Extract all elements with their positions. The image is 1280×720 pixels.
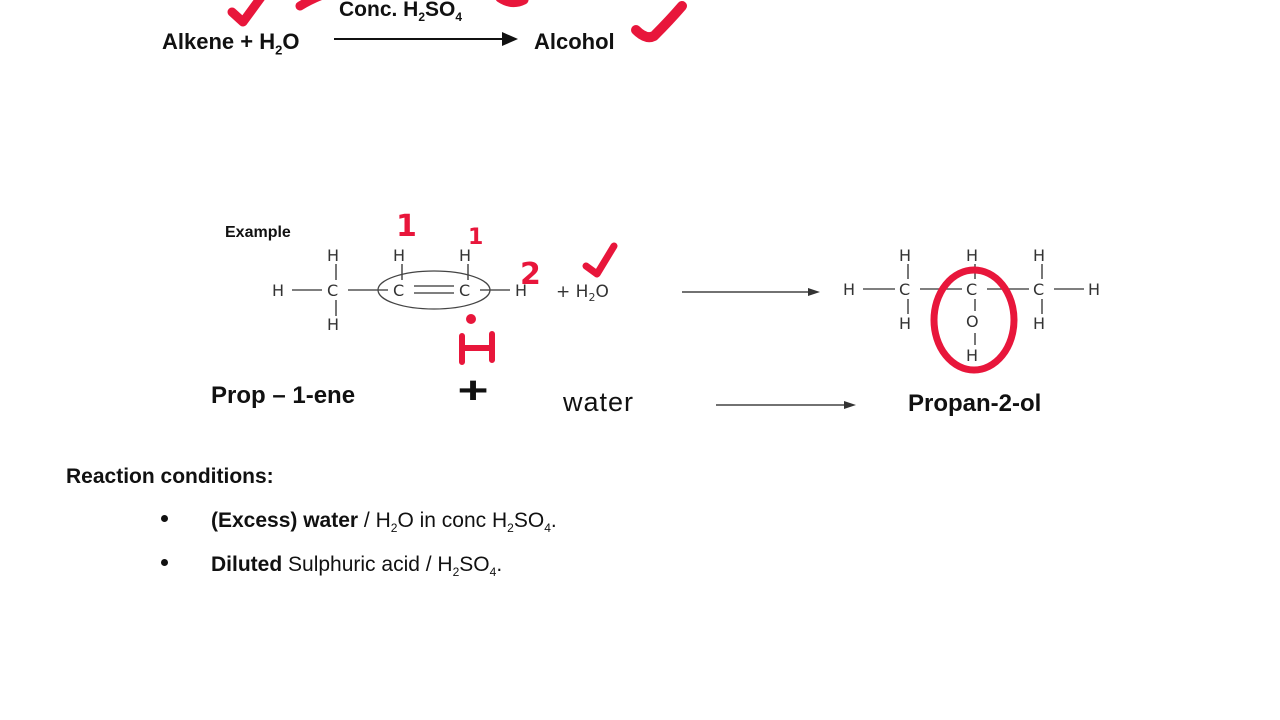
ink-number-2: 2 xyxy=(520,257,541,292)
condition-2-text2: SO xyxy=(459,553,490,576)
ink-number-1b: 1 xyxy=(468,225,483,250)
condition-1-sub3: 4 xyxy=(544,521,551,536)
condition-1-text3: SO xyxy=(513,509,545,532)
condition-1-text: / H xyxy=(358,509,391,532)
condition-2-bold: Diluted xyxy=(211,553,283,576)
propene-c1-h-top: H xyxy=(327,246,339,265)
condition-1-sub: 2 xyxy=(390,521,398,536)
propanol-h-right: H xyxy=(1088,280,1100,299)
tick-mark-1 xyxy=(227,0,265,27)
propanol-o-h: H xyxy=(966,346,978,365)
word-arrow-head xyxy=(844,401,856,409)
example-label: Example xyxy=(225,224,291,241)
catalyst-text: Conc. H xyxy=(339,0,419,21)
catalyst-label: Conc. H2SO4 xyxy=(339,0,462,24)
propene-c2-h-top: H xyxy=(393,246,405,265)
propanol-c1-h-top: H xyxy=(899,246,911,265)
water-label: water xyxy=(563,387,635,417)
reagent-text: + H xyxy=(556,282,588,302)
reagent-tail: O xyxy=(595,282,608,302)
propanol-c2-h-top: H xyxy=(966,246,978,265)
propene-c1-h-bottom: H xyxy=(327,315,339,334)
reagent-water: + H2O xyxy=(556,282,609,304)
propene-c3-h-top: H xyxy=(459,246,471,265)
tick-mark-3 xyxy=(495,0,529,8)
reactants-tail: O xyxy=(282,29,300,54)
product-name: Propan-2-ol xyxy=(908,390,1042,417)
ink-dot xyxy=(466,314,476,324)
reactant-name: Prop – 1-ene xyxy=(211,382,356,409)
condition-2-sub2: 4 xyxy=(489,565,497,580)
condition-1-bold: (Excess) water xyxy=(211,509,359,532)
condition-1-text4: . xyxy=(550,509,557,532)
propene-c3: C xyxy=(459,281,470,300)
ink-number-1: 1 xyxy=(396,209,417,244)
reactants-text: Alkene + H xyxy=(162,29,276,54)
propanol-c3-h-bottom: H xyxy=(1033,314,1045,333)
ink-h-bottom xyxy=(459,331,495,365)
tick-mark-water xyxy=(582,242,618,278)
condition-2-sub: 2 xyxy=(452,565,460,580)
double-bond-ellipse xyxy=(377,270,491,310)
bullet-icon xyxy=(161,515,168,522)
propanol-c1: C xyxy=(899,280,910,299)
bullet-icon xyxy=(161,559,168,566)
handwritten-annotations: 1 1 2 xyxy=(227,0,1018,374)
tick-mark-product xyxy=(631,1,687,43)
condition-item-1: (Excess) water / H2O in conc H2SO4. xyxy=(161,509,557,536)
catalyst-subscript-2: 4 xyxy=(455,10,463,25)
propene-structure: H C H H C H C H H xyxy=(272,246,527,334)
reagent-subscript: 2 xyxy=(588,291,595,304)
propanol-o: O xyxy=(966,312,979,331)
catalyst-subscript: 2 xyxy=(418,10,426,25)
propene-h-right: H xyxy=(515,281,527,300)
general-equation-reactants: Alkene + H2O xyxy=(162,29,299,57)
reactants-subscript: 2 xyxy=(275,42,283,58)
condition-2-text: Sulphuric acid / H xyxy=(282,553,453,576)
propanol-c1-h-bottom: H xyxy=(899,314,911,333)
propanol-c3: C xyxy=(1033,280,1044,299)
condition-item-2: Diluted Sulphuric acid / H2SO4. xyxy=(161,553,503,580)
propanol-h-left: H xyxy=(843,280,855,299)
plus-sign: + xyxy=(457,370,489,412)
propanol-c2: C xyxy=(966,280,977,299)
condition-1-text2: O in conc H xyxy=(397,509,508,532)
propene-h-left: H xyxy=(272,281,284,300)
tick-mark-2 xyxy=(295,0,323,11)
general-arrow-head xyxy=(502,32,518,46)
propene-c2: C xyxy=(393,281,404,300)
hydroxyl-circle xyxy=(930,266,1018,374)
condition-2-text3: . xyxy=(496,553,503,576)
propanol-structure: H C H H C H O H C H H H xyxy=(843,246,1100,365)
catalyst-mid: SO xyxy=(425,0,456,21)
general-equation-product: Alcohol xyxy=(534,29,615,54)
reaction-arrow-head xyxy=(808,288,820,296)
propene-c1: C xyxy=(327,281,338,300)
condition-1-sub2: 2 xyxy=(507,521,514,536)
conditions-heading: Reaction conditions: xyxy=(66,465,274,488)
propanol-c3-h-top: H xyxy=(1033,246,1045,265)
